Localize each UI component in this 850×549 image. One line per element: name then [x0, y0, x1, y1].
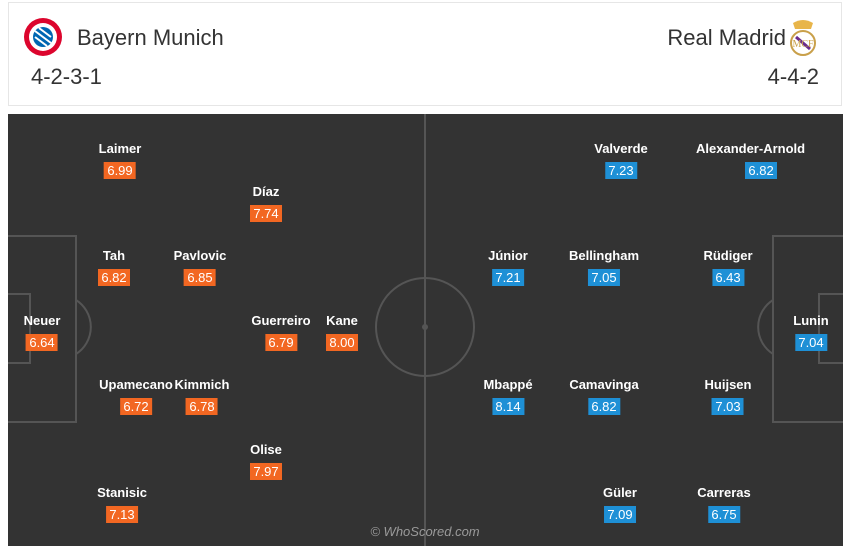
player-rating: 8.14: [492, 398, 524, 415]
player-name: Valverde: [594, 141, 648, 156]
player-rating: 7.74: [250, 205, 282, 222]
player-olise[interactable]: Olise 7.97: [250, 442, 282, 481]
player-rating: 7.05: [587, 269, 620, 286]
player-name: Huijsen: [704, 377, 752, 392]
player-name: Laimer: [98, 141, 142, 156]
player-tah[interactable]: Tah 6.82: [98, 248, 130, 287]
player-rating: 6.82: [745, 162, 778, 179]
player-rating: 7.09: [604, 506, 636, 523]
player-rating: 6.85: [183, 269, 216, 286]
player-bellingham[interactable]: Bellingham 7.05: [569, 248, 639, 287]
player-name: Upamecano: [99, 377, 173, 392]
player-name: Júnior: [488, 248, 528, 263]
pitch-markings: [8, 114, 843, 546]
player-kane[interactable]: Kane 8.00: [326, 313, 358, 352]
player-name: Neuer: [23, 313, 61, 328]
player-rating: 8.00: [326, 334, 358, 351]
player-name: Tah: [102, 248, 126, 263]
whoscored-watermark: © WhoScored.com: [370, 524, 480, 539]
player-carreras[interactable]: Carreras 6.75: [697, 485, 751, 524]
player-name: Pavlovic: [173, 248, 227, 263]
player-guler[interactable]: Güler 7.09: [603, 485, 637, 524]
player-rating: 6.78: [186, 398, 218, 415]
player-rating: 6.82: [588, 398, 620, 415]
home-formation: 4-2-3-1: [31, 64, 102, 89]
player-mbappe[interactable]: Mbappé 8.14: [483, 377, 533, 416]
player-guerreiro[interactable]: Guerreiro 6.79: [251, 313, 311, 352]
player-laimer[interactable]: Laimer 6.99: [98, 141, 142, 180]
player-name: Alexander-Arnold: [696, 141, 806, 156]
lineup-header: Bayern Munich 4-2-3-1 Real Madrid MCF 4-…: [8, 2, 842, 106]
away-formation: 4-4-2: [767, 64, 819, 89]
player-name: Camavinga: [569, 377, 639, 392]
player-rating: 6.99: [103, 162, 136, 179]
player-rating: 7.13: [105, 506, 138, 523]
player-name: Carreras: [697, 485, 751, 500]
player-name: Bellingham: [568, 248, 640, 263]
player-name: Olise: [250, 442, 282, 457]
player-rating: 6.64: [25, 334, 58, 351]
player-neuer[interactable]: Neuer 6.64: [23, 313, 61, 352]
player-rudiger[interactable]: Rüdiger 6.43: [703, 248, 753, 287]
player-name: Díaz: [252, 184, 280, 199]
player-name: Kimmich: [174, 377, 230, 392]
pitch: Laimer 6.99 Díaz 7.74 Tah 6.82 Pavlovic …: [8, 114, 843, 546]
bayern-badge-icon: [24, 18, 62, 56]
player-rating: 6.82: [98, 269, 130, 286]
player-lunin[interactable]: Lunin 7.04: [793, 313, 829, 352]
player-name: Guerreiro: [251, 313, 311, 328]
away-team-name: Real Madrid: [667, 25, 786, 50]
home-team-name: Bayern Munich: [77, 25, 224, 50]
player-junior[interactable]: Júnior 7.21: [488, 248, 528, 287]
player-rating: 7.21: [491, 269, 524, 286]
player-rating: 7.03: [712, 398, 744, 415]
player-name: Güler: [603, 485, 637, 500]
svg-text:MCF: MCF: [792, 39, 814, 50]
player-upamecano[interactable]: Upamecano 6.72: [99, 377, 173, 416]
player-diaz[interactable]: Díaz 7.74: [250, 184, 282, 223]
player-camavinga[interactable]: Camavinga 6.82: [569, 377, 639, 416]
player-kimmich[interactable]: Kimmich 6.78: [174, 377, 230, 416]
player-rating: 7.23: [605, 162, 637, 179]
player-alexander-arnold[interactable]: Alexander-Arnold 6.82: [696, 141, 805, 180]
real-madrid-badge-icon: MCF: [790, 20, 816, 56]
player-rating: 7.97: [250, 463, 282, 480]
player-rating: 6.72: [119, 398, 152, 415]
player-rating: 6.79: [265, 334, 297, 351]
player-rating: 6.43: [712, 269, 744, 286]
player-name: Kane: [326, 313, 358, 328]
player-name: Mbappé: [483, 377, 533, 392]
player-name: Rüdiger: [703, 248, 753, 263]
player-stanisic[interactable]: Stanisic 7.13: [97, 485, 147, 524]
player-rating: 6.75: [708, 506, 740, 523]
player-rating: 7.04: [794, 334, 827, 351]
player-name: Lunin: [793, 313, 829, 328]
player-pavlovic[interactable]: Pavlovic 6.85: [173, 248, 227, 287]
player-name: Stanisic: [97, 485, 147, 500]
player-huijsen[interactable]: Huijsen 7.03: [704, 377, 752, 416]
player-valverde[interactable]: Valverde 7.23: [594, 141, 648, 180]
